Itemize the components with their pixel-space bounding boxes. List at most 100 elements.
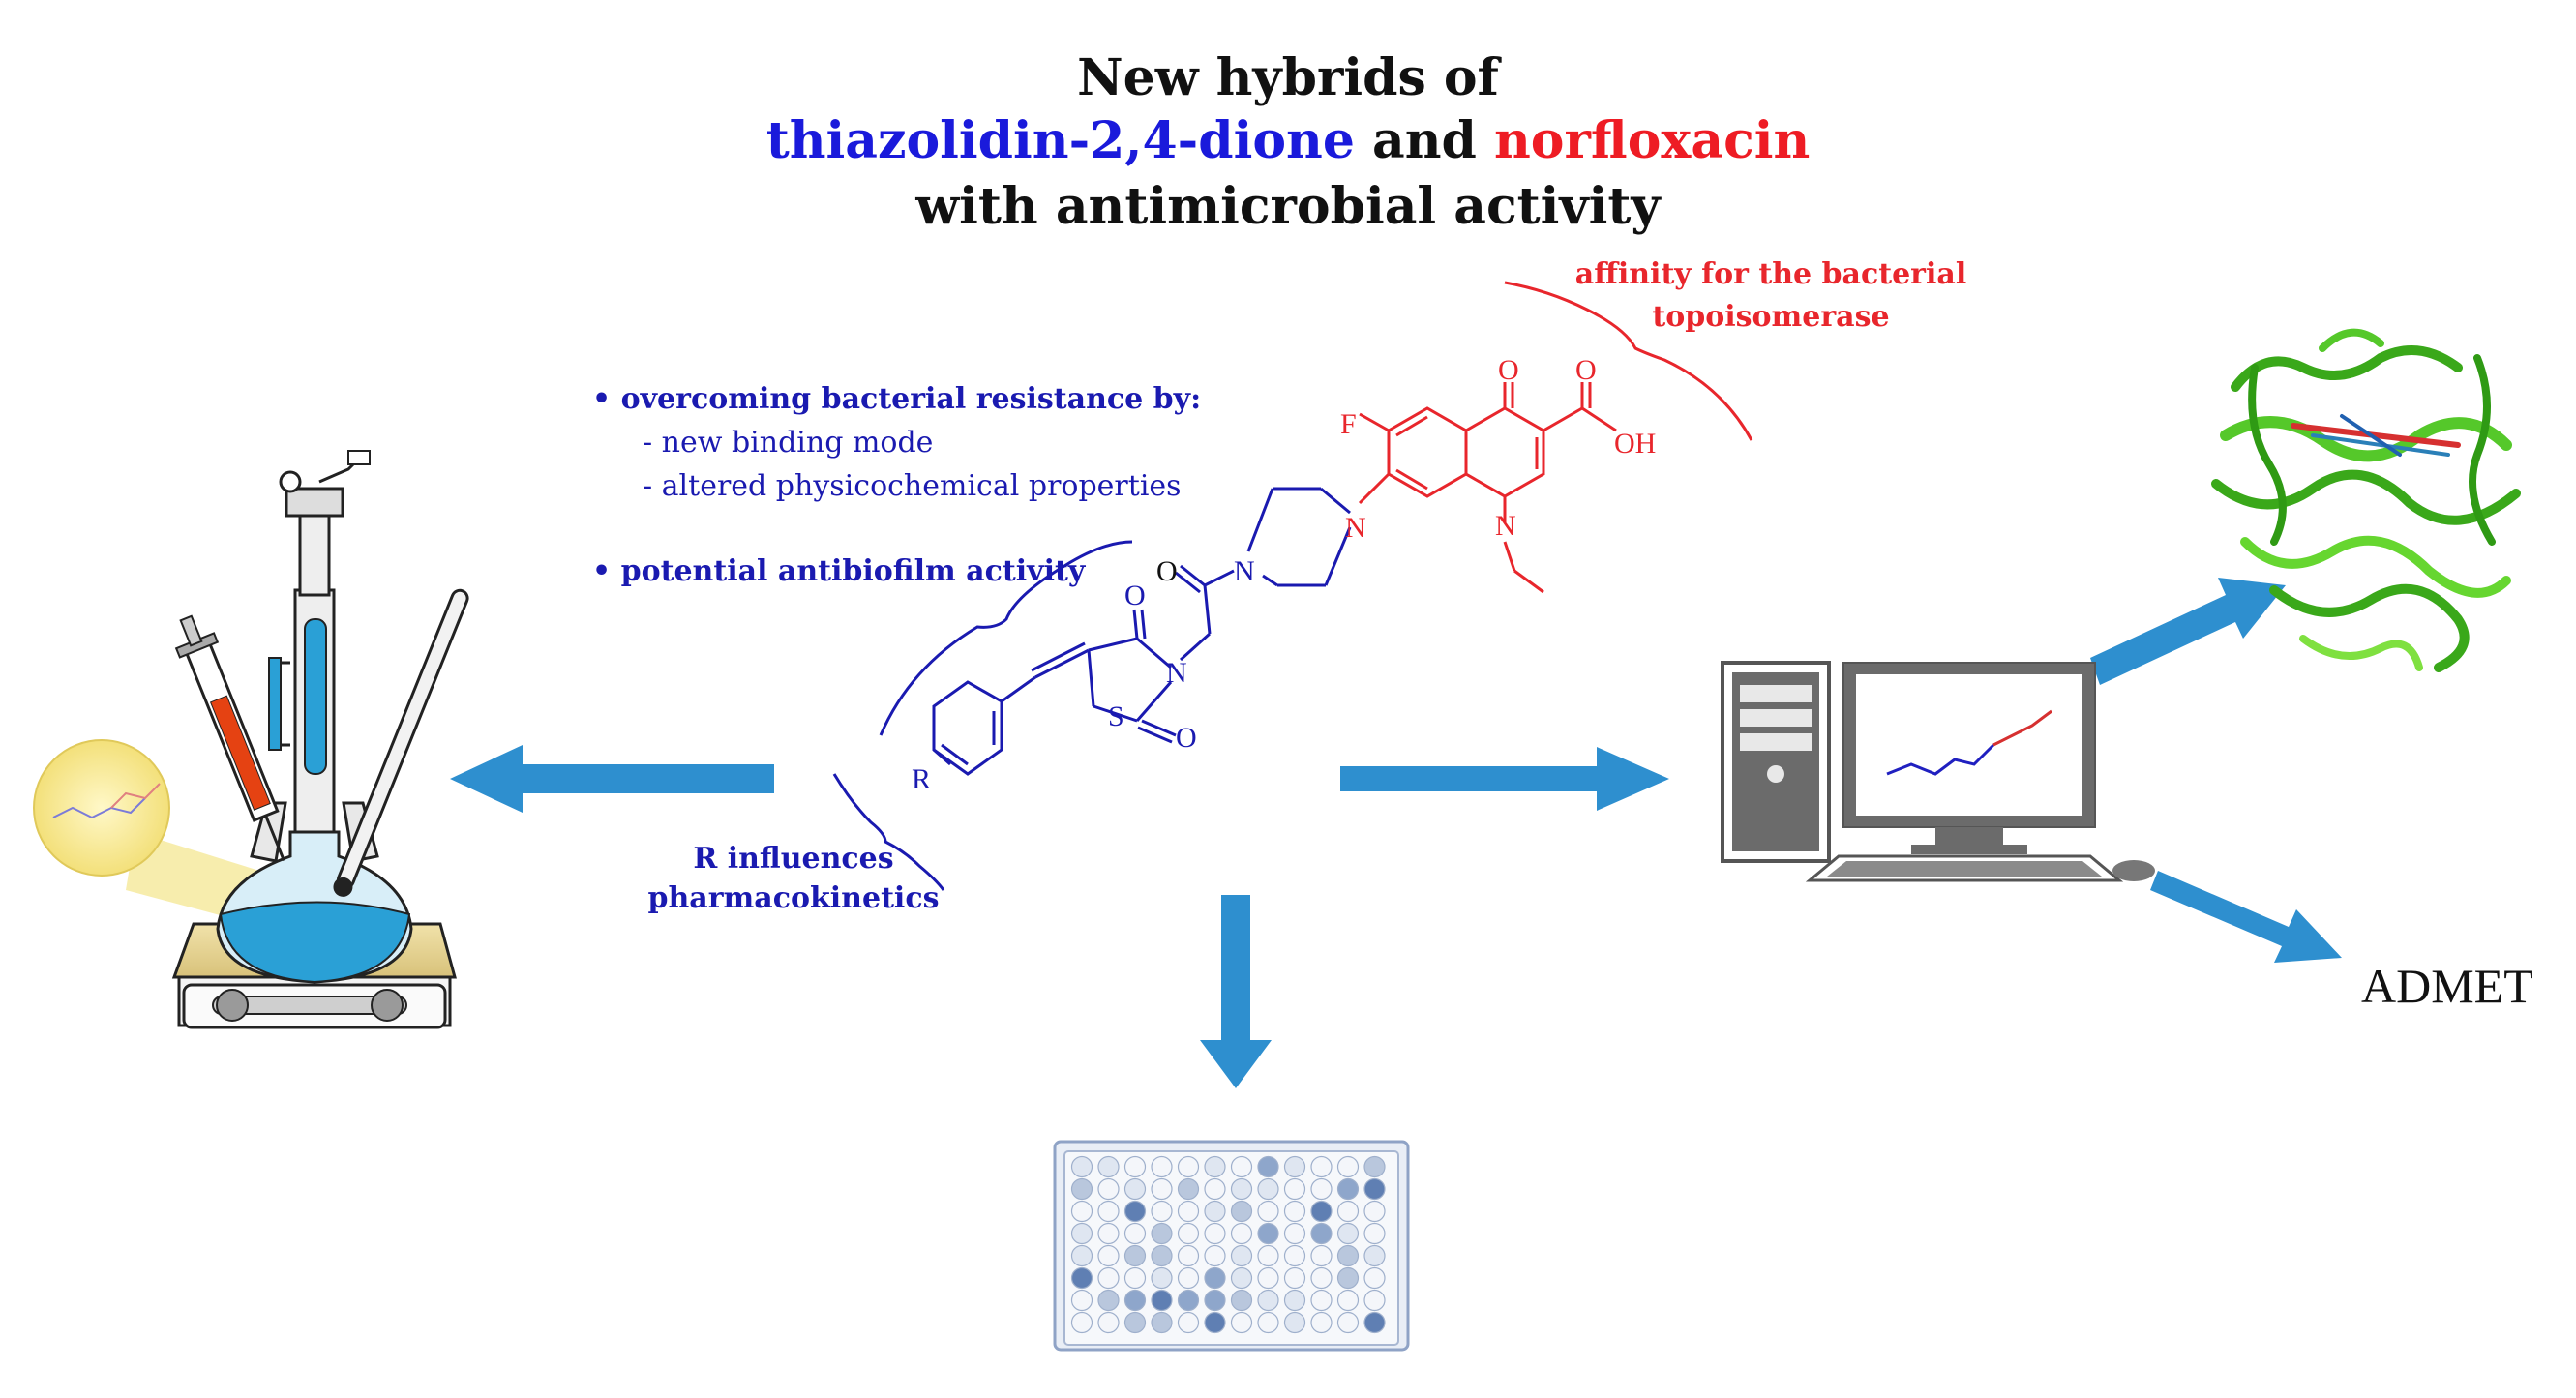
plate-well [1177,1222,1200,1245]
arrow-to-synthesis [450,745,774,813]
plate-well [1257,1289,1279,1312]
plate-well [1363,1155,1386,1178]
plate-well [1336,1244,1360,1267]
computer [1721,661,2155,882]
plate-well [1070,1266,1093,1290]
label-N-piperazine-bottom: N [1234,555,1255,587]
label-O-tzd-top: O [1124,580,1146,611]
plate-well [1363,1244,1386,1267]
title-norfloxacin: norfloxacin [1494,111,1811,170]
plate-well [1283,1266,1306,1290]
plate-well [1070,1311,1093,1334]
resistance-note: • overcoming bacterial resistance by: - … [592,377,1201,508]
affinity-line-2: topoisomerase [1652,299,1890,334]
plate-well [1230,1200,1253,1223]
plate-wells [1070,1155,1386,1334]
plate-well [1097,1289,1120,1312]
plate-well [1283,1289,1306,1312]
plate-well [1070,1222,1093,1245]
label-F: F [1340,408,1357,440]
antibiofilm-brace [879,540,1133,736]
label-N-piperazine-top: N [1345,512,1366,544]
plate-well [1257,1200,1279,1223]
plate-well [1070,1155,1093,1178]
plate-well [1123,1266,1147,1290]
affinity-line-1: affinity for the bacterial [1574,257,1967,291]
affinity-note: affinity for the bacterial topoisomerase [1568,253,1974,338]
plate-well [1097,1244,1120,1267]
plate-well [1097,1266,1120,1290]
plate-well [1363,1200,1386,1223]
plate-well [1283,1222,1306,1245]
title-line-2: thiazolidin-2,4-dione and norfloxacin [0,116,2576,166]
plate-well [1230,1311,1253,1334]
plate-well [1123,1200,1147,1223]
plate-well [1257,1311,1279,1334]
plate-well [1070,1289,1093,1312]
arrow-to-protein [2090,578,2286,685]
plate-well [1336,1177,1360,1201]
plate-well [1151,1222,1173,1245]
plate-well [1336,1200,1360,1223]
plate-well [1151,1200,1173,1223]
r-note-line-2: pharmacokinetics [647,880,940,915]
plate-well [1177,1177,1200,1201]
arrow-to-plate [1200,895,1272,1088]
plate-well [1257,1244,1279,1267]
plate-well [1336,1222,1360,1245]
plate-well [1283,1155,1306,1178]
plate-well [1257,1155,1279,1178]
plate-well [1230,1155,1253,1178]
plate-well [1283,1244,1306,1267]
thiazolidinedione-moiety [932,609,1177,776]
plate-well [1310,1222,1333,1245]
admet-label: ADMET [2361,959,2533,1013]
plate-well [1336,1155,1360,1178]
plate-well [1310,1177,1333,1201]
r-group-brace [832,773,945,891]
plate-well [1363,1222,1386,1245]
plate-well [1363,1177,1386,1201]
plate-well [1257,1177,1279,1201]
label-O-acid: O [1575,354,1597,386]
plate-well [1177,1200,1200,1223]
plate-well [1177,1311,1200,1334]
title-thiazolidinedione: thiazolidin-2,4-dione [765,111,1355,170]
plate-well [1070,1244,1093,1267]
plate-well [1097,1177,1120,1201]
plate-well [1204,1289,1226,1312]
resistance-heading: • overcoming bacterial resistance by: [592,382,1202,416]
title-line-3: with antimicrobial activity [915,177,1661,236]
plate-well [1177,1244,1200,1267]
arrows [450,578,2342,1088]
antibiofilm-text: • potential antibiofilm activity [592,554,1086,588]
title-line-1: New hybrids of [1077,48,1499,107]
plate-well [1070,1177,1093,1201]
plate-well [1204,1311,1226,1334]
plate-well [1204,1155,1226,1178]
plate-well [1070,1200,1093,1223]
plate-well [1123,1155,1147,1178]
plate-well [1310,1155,1333,1178]
title-and: and [1372,111,1477,170]
plate-well [1123,1311,1147,1334]
antibiofilm-note: • potential antibiofilm activity [592,550,1085,593]
plate-well [1363,1266,1386,1290]
label-R: R [912,763,931,795]
plate-well [1230,1289,1253,1312]
plate-well [1363,1289,1386,1312]
plate-well [1283,1200,1306,1223]
plate-well [1123,1289,1147,1312]
plate-well [1151,1289,1173,1312]
plate-well [1283,1177,1306,1201]
plate-well [1204,1222,1226,1245]
plate-well [1310,1200,1333,1223]
plate-well [1310,1244,1333,1267]
plate-well [1204,1200,1226,1223]
label-OH: OH [1614,428,1656,460]
plate-well [1230,1244,1253,1267]
affinity-brace [1504,281,1753,441]
plate-well [1151,1266,1173,1290]
plate-well [1336,1266,1360,1290]
arrow-to-admet [2150,871,2342,963]
